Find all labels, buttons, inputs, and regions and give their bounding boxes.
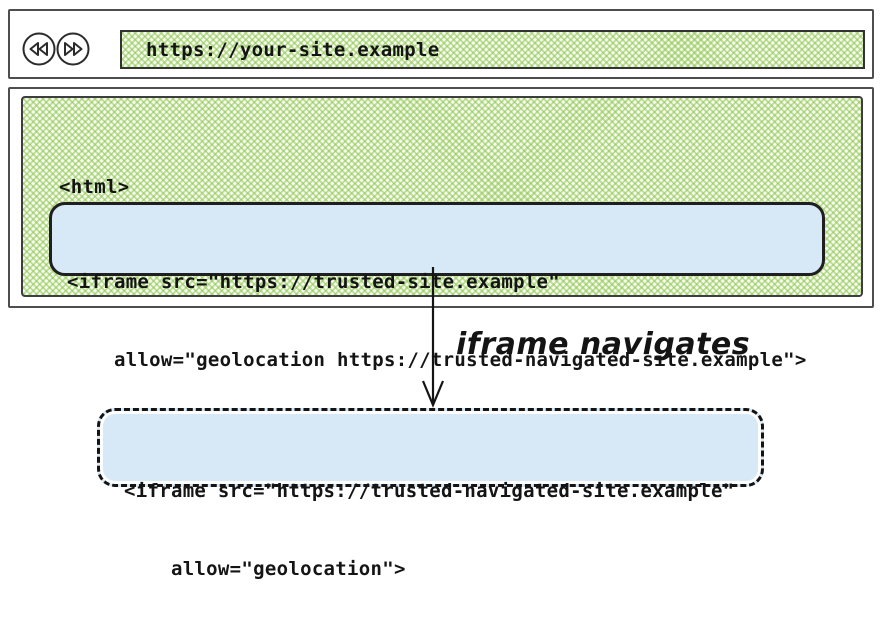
- navigated-iframe-code-line: allow="geolocation">: [124, 558, 406, 580]
- arrow-label: iframe navigates: [456, 327, 751, 362]
- page-code-line: <html>: [59, 176, 130, 198]
- back-button[interactable]: [22, 32, 56, 66]
- page-content: <html> // your-site.example code <iframe…: [21, 96, 863, 371]
- iframe-code-line: allow="geolocation https://trusted-navig…: [67, 349, 807, 371]
- navigated-iframe-code-box: <iframe src="https://trusted-navigated-s…: [97, 408, 764, 580]
- navigated-iframe-code: <iframe src="https://trusted-navigated-s…: [124, 426, 761, 634]
- navigated-iframe-code-line: <iframe src="https://trusted-navigated-s…: [124, 480, 735, 502]
- diagram-canvas: https://your-site.example <html> // your…: [8, 9, 874, 580]
- address-bar[interactable]: https://your-site.example: [120, 30, 865, 69]
- back-icon: [22, 32, 56, 66]
- iframe-code-line: <iframe src="https://trusted-site.exampl…: [67, 271, 561, 293]
- forward-icon: [56, 32, 90, 66]
- iframe-code: <iframe src="https://trusted-site.exampl…: [67, 217, 822, 425]
- address-url: https://your-site.example: [146, 38, 440, 61]
- browser-toolbar: https://your-site.example: [8, 9, 874, 79]
- browser-window: <html> // your-site.example code <iframe…: [8, 87, 874, 371]
- iframe-code-box: <iframe src="https://trusted-site.exampl…: [49, 202, 825, 371]
- forward-button[interactable]: [56, 32, 90, 66]
